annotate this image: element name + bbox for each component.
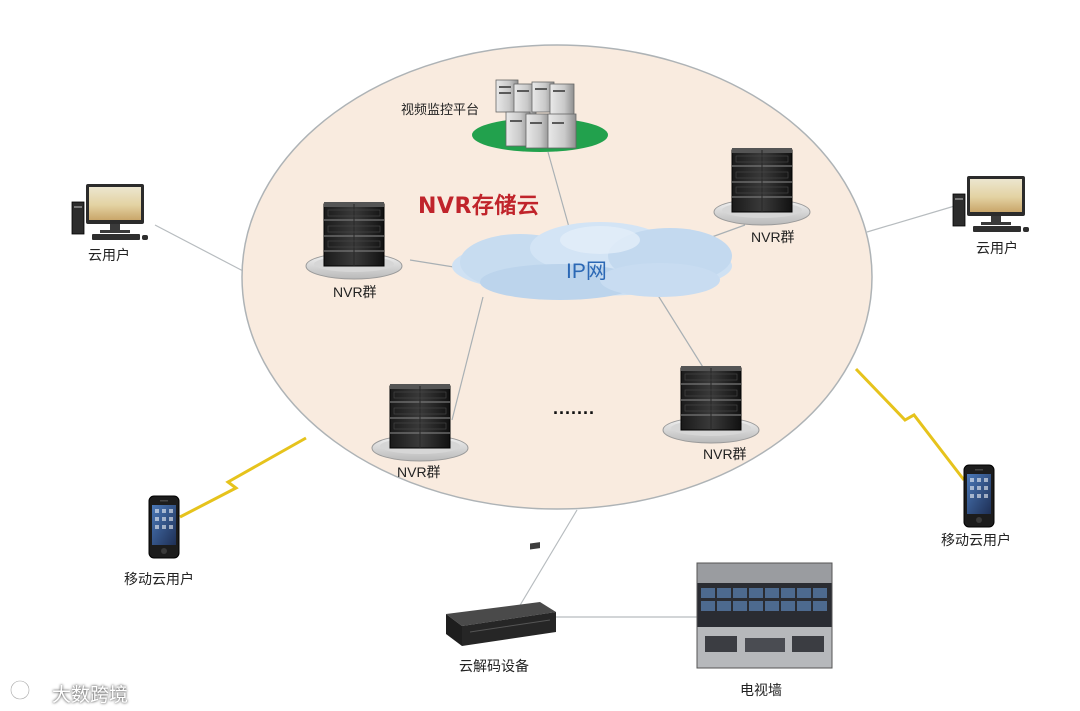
watermark-logo-icon [9, 679, 52, 701]
video-wall-icon [696, 562, 833, 669]
platform-label: 视频监控平台 [401, 103, 480, 118]
link-decoder [518, 509, 578, 608]
nvr-group-label-right: NVR群 [751, 229, 795, 245]
decoder-box-icon [446, 542, 556, 646]
smartphone-icon-right [963, 464, 995, 528]
ip-network-cloud-icon [452, 222, 732, 300]
desktop-pc-icon-right [952, 175, 1030, 233]
ip-network-label: IP网 [566, 260, 607, 283]
monitoring-platform-server-icon [472, 79, 608, 152]
cloud-user-label-right: 云用户 [976, 241, 1018, 257]
lightning-icon-right [854, 367, 966, 481]
nvr-storage-cloud-title: NVR存储云 [418, 194, 540, 219]
mobile-user-label-left: 移动云用户 [124, 572, 194, 588]
nvr-group-label-bottom-right: NVR群 [703, 446, 747, 462]
cloud-user-label-left: 云用户 [88, 248, 130, 264]
watermark-text: 大数跨境 [52, 684, 129, 706]
nvr-group-label-left: NVR群 [333, 284, 377, 300]
more-nvr-ellipsis: ....... [553, 398, 596, 418]
nvr-group-label-bottom-left: NVR群 [397, 464, 441, 480]
desktop-pc-icon-left [71, 183, 149, 241]
video-wall-label: 电视墙 [740, 683, 782, 699]
mobile-user-label-right: 移动云用户 [941, 533, 1011, 549]
link-cloud-user-right [866, 204, 959, 233]
lightning-icon-left [179, 436, 307, 519]
link-cloud-user-left [154, 224, 246, 273]
decoder-label: 云解码设备 [459, 659, 529, 675]
smartphone-icon-left [148, 495, 180, 559]
